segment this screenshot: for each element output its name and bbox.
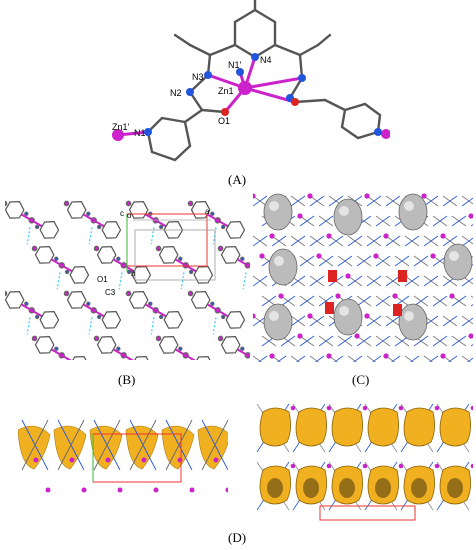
voids-right xyxy=(256,403,473,521)
solvent-sphere xyxy=(333,298,363,336)
caption-b: (B) xyxy=(118,372,136,387)
label-c3: C3 xyxy=(105,288,116,297)
label-o1: O1 xyxy=(97,275,108,284)
molecule-unit xyxy=(63,290,122,335)
panel-c xyxy=(253,192,473,362)
molecule-unit xyxy=(217,335,250,360)
void-surface xyxy=(439,407,471,447)
label-zn1: Zn1 xyxy=(218,86,234,96)
label-b: b xyxy=(131,269,136,278)
panel-b: c o a b O1 C3 xyxy=(5,192,250,360)
molecule-unit xyxy=(93,245,152,290)
panel-a: N1' N4 N3 N2 Zn1 O1 Zn1' N1 xyxy=(90,0,390,165)
caption-d: (D) xyxy=(228,530,247,545)
label-n3: N3 xyxy=(192,72,204,82)
molecule-unit xyxy=(155,335,214,360)
molecule-unit xyxy=(187,290,246,335)
label-n1: N1 xyxy=(134,128,146,138)
label-zn1p: Zn1' xyxy=(112,122,130,132)
label-o1: O1 xyxy=(218,116,230,126)
oxygen-block xyxy=(398,270,407,282)
label-o: o xyxy=(127,211,132,220)
solvent-sphere xyxy=(443,243,473,281)
void-surface xyxy=(295,407,327,447)
panel-d-right xyxy=(255,398,473,522)
void-surface xyxy=(403,407,435,447)
oxygen-block xyxy=(393,304,402,316)
voids-left xyxy=(18,419,228,493)
molecule-unit xyxy=(125,200,184,245)
molecule-unit xyxy=(217,245,250,290)
void-surface xyxy=(197,425,228,470)
label-a: a xyxy=(205,207,210,216)
solvent-sphere xyxy=(268,248,298,286)
molecule-unit xyxy=(155,245,214,290)
solvent-sphere xyxy=(263,303,293,341)
solvent-sphere xyxy=(398,193,428,231)
caption-a: (A) xyxy=(228,172,247,187)
molecule-unit xyxy=(125,290,184,335)
molecule-unit xyxy=(187,200,246,245)
molecule-unit xyxy=(5,290,60,335)
molecule-unit xyxy=(31,245,90,290)
oxygen-block xyxy=(325,302,334,314)
molecule-unit xyxy=(5,200,60,245)
oxygen-block xyxy=(328,270,337,282)
label-c: c xyxy=(120,209,124,218)
label-n4: N4 xyxy=(260,55,272,65)
label-n1p: N1' xyxy=(228,60,242,70)
void-surface xyxy=(259,407,291,447)
molecule-unit xyxy=(63,200,122,245)
panel-d-left xyxy=(18,400,228,495)
packing-b: c o a b O1 C3 xyxy=(5,200,250,360)
void-surface xyxy=(331,407,363,447)
molecule-drawing: N1' N4 N3 N2 Zn1 O1 Zn1' N1 xyxy=(112,0,390,162)
caption-c: (C) xyxy=(352,372,370,387)
solvent-sphere xyxy=(398,303,428,341)
molecule-unit xyxy=(93,335,152,360)
molecule-unit xyxy=(31,335,90,360)
packing-c xyxy=(253,193,473,362)
void-surface xyxy=(367,407,399,447)
solvent-sphere xyxy=(333,198,363,236)
solvent-sphere xyxy=(263,193,293,231)
label-n2: N2 xyxy=(170,88,182,98)
